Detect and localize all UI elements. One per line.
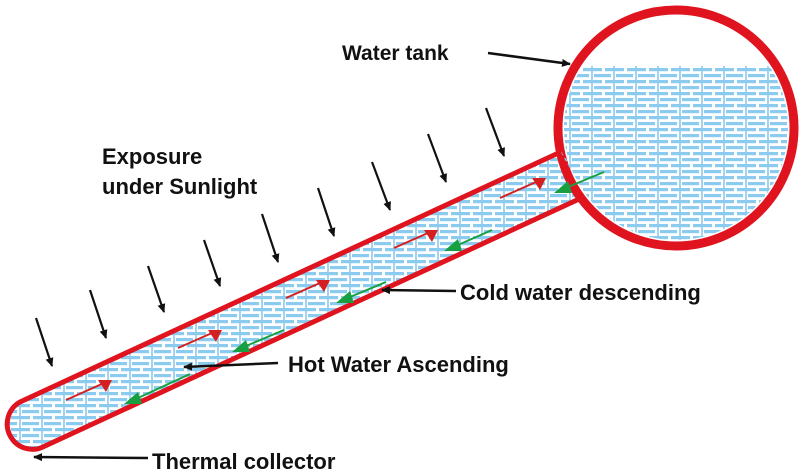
arrow-up-right-red-icon bbox=[98, 380, 112, 392]
arrow-up-right-red-icon bbox=[65, 382, 105, 401]
cold-flow-arrows bbox=[124, 171, 605, 404]
label-collector: Thermal collector bbox=[152, 449, 336, 472]
label-water-tank: Water tank bbox=[342, 42, 449, 65]
hot-flow-arrows bbox=[65, 178, 546, 401]
arrow-down-right-icon bbox=[484, 107, 506, 157]
collector-and-tank bbox=[4, 5, 799, 452]
label-hot-water: Hot Water Ascending bbox=[288, 352, 509, 377]
collector-tube bbox=[4, 147, 593, 452]
label-exposure-line2: under Sunlight bbox=[102, 174, 258, 199]
arrow-down-right-icon bbox=[146, 265, 166, 313]
sun-rays bbox=[34, 107, 506, 367]
arrow-down-right-icon bbox=[316, 187, 336, 237]
pointer-collector bbox=[33, 453, 149, 462]
pointer-cold-water bbox=[381, 286, 457, 295]
arrow-down-right-icon bbox=[34, 317, 54, 367]
arrow-down-left-green-icon bbox=[124, 392, 142, 404]
label-pointers bbox=[33, 51, 571, 462]
arrow-down-left-green-icon bbox=[137, 373, 191, 399]
pointer-water-tank bbox=[487, 51, 571, 67]
arrow-down-right-icon bbox=[260, 213, 280, 263]
pointer-hot-water bbox=[183, 361, 279, 371]
label-exposure-line1: Exposure bbox=[102, 144, 202, 169]
arrow-down-right-icon bbox=[202, 239, 222, 287]
arrow-down-right-icon bbox=[88, 289, 108, 339]
label-cold-water: Cold water descending bbox=[460, 280, 701, 305]
tank-inlet bbox=[560, 150, 590, 194]
arrow-down-right-icon bbox=[370, 161, 392, 211]
tank-water bbox=[564, 16, 788, 240]
arrow-down-right-icon bbox=[426, 133, 448, 183]
